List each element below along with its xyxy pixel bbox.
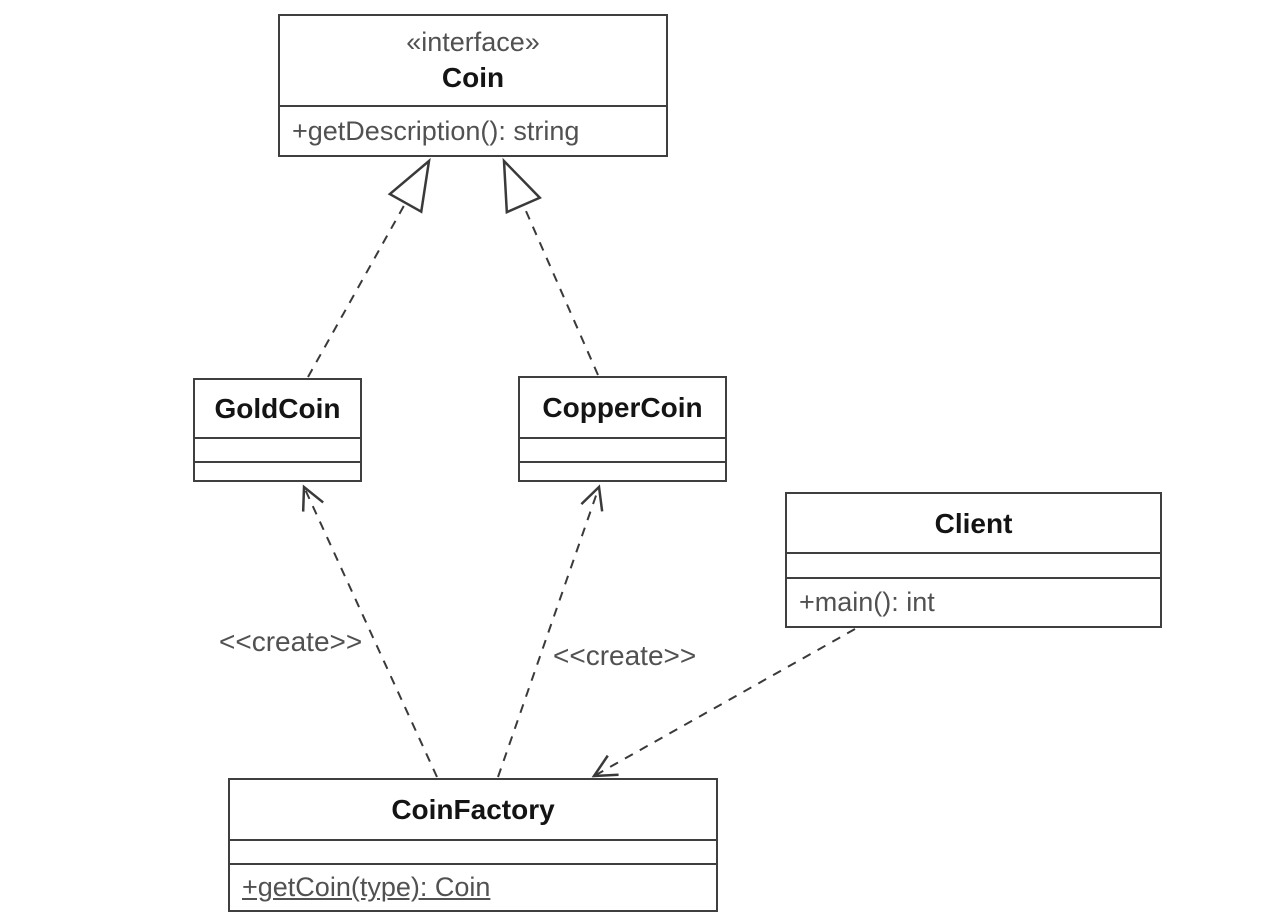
goldcoin-attributes-compartment — [195, 437, 360, 461]
coinfactory-attributes-compartment — [230, 839, 716, 863]
coinfactory-methods-compartment: +getCoin(type): Coin — [230, 863, 716, 910]
coin-method-getdescription: +getDescription(): string — [292, 115, 580, 146]
class-coppercoin: CopperCoin — [518, 376, 727, 482]
client-method-main: +main(): int — [799, 587, 935, 617]
class-coin: «interface» Coin +getDescription(): stri… — [278, 14, 668, 157]
client-methods-compartment: +main(): int — [787, 577, 1160, 626]
class-client: Client +main(): int — [785, 492, 1162, 628]
create-label-coppercoin: <<create>> — [553, 640, 697, 671]
client-title-compartment: Client — [787, 494, 1160, 552]
coppercoin-methods-compartment — [520, 461, 725, 480]
coin-title-compartment: «interface» Coin — [280, 16, 666, 105]
realization-coppercoin-to-coin — [502, 157, 599, 376]
goldcoin-title-compartment: GoldCoin — [195, 380, 360, 437]
client-attributes-compartment — [787, 552, 1160, 577]
realization-goldcoin-to-coin — [307, 157, 431, 378]
class-goldcoin: GoldCoin — [193, 378, 362, 482]
dependency-coinfactory-to-coppercoin — [497, 484, 604, 778]
coppercoin-attributes-compartment — [520, 437, 725, 461]
coppercoin-class-name: CopperCoin — [542, 392, 703, 423]
coinfactory-method-getcoin: +getCoin(type): Coin — [242, 872, 491, 902]
create-label-goldcoin: <<create>> — [219, 626, 363, 657]
coin-class-name: Coin — [441, 61, 505, 93]
coppercoin-title-compartment: CopperCoin — [520, 378, 725, 437]
class-coinfactory: CoinFactory +getCoin(type): Coin — [228, 778, 718, 912]
coinfactory-title-compartment: CoinFactory — [230, 780, 716, 839]
coin-methods-compartment: +getDescription(): string — [280, 105, 666, 155]
coin-stereotype: «interface» — [406, 27, 540, 58]
goldcoin-class-name: GoldCoin — [214, 393, 341, 424]
coinfactory-class-name: CoinFactory — [391, 794, 555, 825]
goldcoin-methods-compartment — [195, 461, 360, 480]
client-class-name: Client — [934, 507, 1013, 539]
